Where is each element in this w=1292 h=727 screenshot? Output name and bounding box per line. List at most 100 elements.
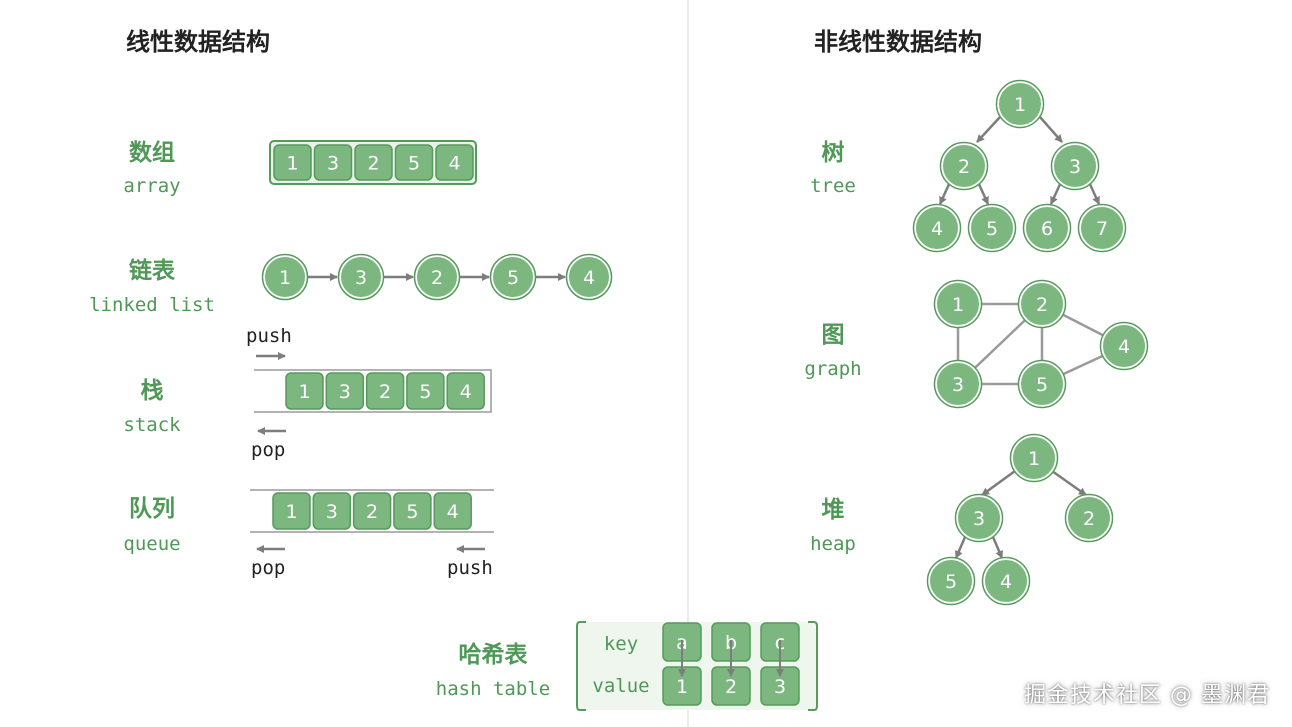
hash-table-right-bracket [808, 621, 818, 711]
array-cells-cell-value: 2 [367, 153, 379, 175]
graph-nodes-node-value: 1 [952, 294, 964, 316]
tree-nodes-node-value: 2 [958, 156, 970, 178]
hash-key-label: key [604, 633, 638, 655]
label-array-en: array [123, 175, 180, 197]
heap-nodes-node [983, 558, 1029, 604]
hash-value-label: value [592, 675, 649, 697]
stack-push-label: push [246, 325, 292, 347]
queue-push-label: push [447, 557, 493, 579]
array-cells: 1 3 2 5 4 [273, 144, 474, 181]
stack-container [254, 369, 492, 413]
graph-nodes-node [935, 281, 981, 327]
stack-cells-cell [365, 372, 405, 410]
linked-list-nodes-node [263, 255, 307, 299]
label-queue-en: queue [123, 533, 180, 555]
heap-nodes-node [928, 558, 974, 604]
stack-cells-cell-value: 4 [460, 381, 472, 403]
stack-cells-cell [446, 372, 485, 410]
tree-nodes-node-ring [967, 203, 1017, 253]
heap-nodes-node [1066, 495, 1112, 541]
linked-list-nodes-node-ring [413, 253, 461, 301]
label-graph-en: graph [804, 358, 861, 380]
array-cells-cell [354, 144, 393, 181]
linked-list-nodes-node [415, 255, 459, 299]
graph-nodes-node [1019, 361, 1065, 407]
linked-list-nodes-node-ring [565, 253, 613, 301]
tree-nodes-node-ring [1022, 203, 1072, 253]
tree-nodes-node-value: 3 [1069, 156, 1081, 178]
tree-nodes-node [1024, 205, 1070, 251]
hash-values-cell-value: 1 [676, 676, 688, 698]
stack-cells-cell-value: 1 [298, 381, 310, 403]
array-cells-cell-value: 5 [408, 153, 420, 175]
tree-nodes-node [997, 81, 1043, 127]
tree-edges [938, 116, 1101, 205]
graph-nodes-node [935, 361, 981, 407]
linked-list-nodes-node-value: 5 [507, 267, 519, 289]
array-cells-cell [394, 144, 434, 181]
graph-nodes-node-ring [933, 279, 983, 329]
tree-nodes-node-value: 5 [986, 218, 998, 240]
hash-table-background [577, 622, 817, 710]
graph-nodes-node-value: 4 [1118, 336, 1130, 358]
tree-nodes-node-ring [912, 203, 962, 253]
label-graph-cn: 图 [822, 322, 845, 348]
queue-cells-cell-value: 2 [366, 501, 378, 523]
graph-nodes-node-value: 3 [952, 374, 964, 396]
heap-nodes-node-ring [981, 556, 1031, 606]
label-array-cn: 数组 [129, 139, 175, 166]
array-cells-cell-value: 4 [448, 153, 460, 175]
hash-values-cell-value: 3 [774, 676, 786, 698]
queue-cells-cell [433, 492, 472, 530]
linked-list-nodes-node [567, 255, 611, 299]
tree-nodes-node-value: 7 [1096, 218, 1108, 240]
heap-nodes-node-ring [1064, 493, 1114, 543]
label-heap-en: heap [810, 533, 856, 555]
label-tree-en: tree [810, 175, 856, 197]
hash-keys: abc [662, 622, 800, 662]
label-heap-cn: 堆 [822, 497, 845, 523]
label-hash-table-cn: 哈希表 [459, 641, 529, 668]
linked-list-nodes-node-ring [261, 253, 309, 301]
stack-cells-cell [285, 372, 324, 410]
queue-cells-cell-value: 1 [285, 501, 297, 523]
hash-arrows [678, 640, 784, 677]
tree-nodes-node-value: 1 [1014, 94, 1026, 116]
queue-cells-cell [312, 492, 352, 530]
queue-cells-cell [393, 492, 432, 530]
queue-cells-cell-value: 3 [326, 501, 338, 523]
heap-edges [954, 469, 1087, 559]
heap-nodes-node-ring [1009, 433, 1059, 483]
graph-nodes-node-ring [1017, 279, 1067, 329]
graph-nodes-node-ring [1017, 359, 1067, 409]
array-cells-cell-value: 3 [327, 153, 339, 175]
tree-nodes-node-ring [939, 141, 989, 191]
stack-pop-label: pop [251, 439, 285, 461]
linked-list-nodes-node [491, 255, 535, 299]
queue-cells-cell-value: 4 [447, 501, 459, 523]
label-stack-en: stack [123, 414, 181, 436]
graph-nodes-node-value: 2 [1036, 294, 1048, 316]
linked-list-nodes-node-value: 1 [279, 267, 291, 289]
graph-nodes-node [1019, 281, 1065, 327]
array-cells-cell-value: 1 [286, 153, 298, 175]
tree-nodes-node [1079, 205, 1125, 251]
label-queue-cn: 队列 [129, 496, 175, 522]
label-stack-cn: 栈 [141, 378, 164, 404]
linked-list-nodes-node [339, 255, 383, 299]
tree-nodes-node [1052, 143, 1098, 189]
stack-cells-cell [406, 372, 445, 410]
label-hash-table-en: hash table [436, 678, 550, 700]
stack-cells-cell-value: 2 [379, 381, 391, 403]
array-cells-cell [435, 144, 474, 181]
hash-table-left-bracket [576, 621, 586, 711]
graph-nodes-node [1101, 323, 1147, 369]
heading-linear: 线性数据结构 [126, 28, 270, 56]
heap-nodes-node [1011, 435, 1057, 481]
graph-nodes-node-value: 5 [1036, 374, 1048, 396]
hash-values-cell-value: 2 [725, 676, 737, 698]
